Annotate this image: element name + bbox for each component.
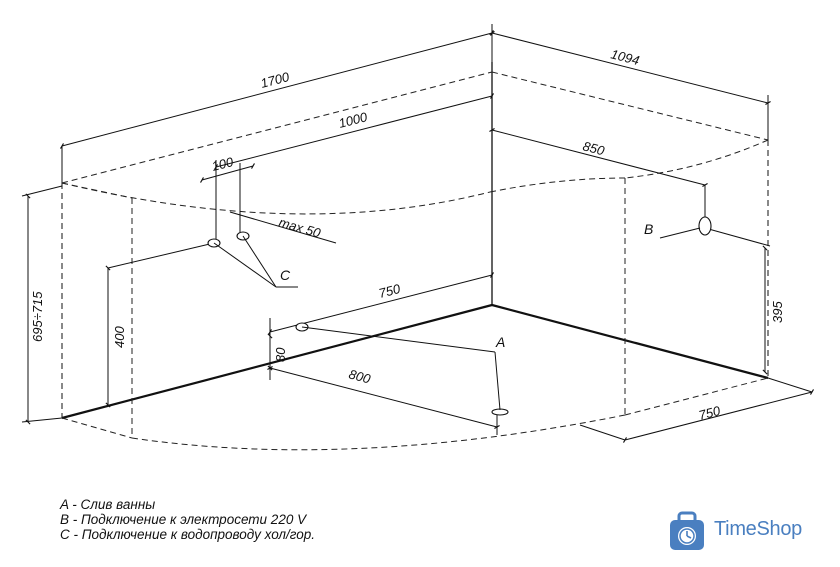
dim-400-label: 400 [112,326,127,348]
brand-name: TimeShop [714,518,803,540]
dimension-1700: 1700 [60,24,494,183]
connection-points [207,216,712,416]
dim-1700-label: 1700 [259,69,292,91]
dimension-400: 400 [105,242,215,408]
dim-695-715-label: 695÷715 [30,291,45,342]
marker-c: C [280,267,291,283]
bathtub-outline [61,71,769,451]
dimension-1094: 1094 [489,30,771,140]
legend-b: B - Подключение к электросети 220 V [60,512,307,527]
brand-watermark: TimeShop [666,510,836,558]
electrical-socket [698,216,712,236]
marker-a: A [495,334,505,350]
timeshop-logo-icon [670,511,704,550]
dim-1094-label: 1094 [609,46,641,68]
dimension-850: 850 [489,128,708,225]
dimension-395: 395 [704,227,785,375]
dim-850-label: 850 [581,138,607,158]
legend-c: C - Подключение к водопроводу хол/гор. [60,527,316,542]
dim-80-label: 80 [273,347,288,362]
dimension-100: 100 [200,154,255,235]
dim-1000-label: 1000 [337,109,369,131]
dimension-1000: 1000 [214,93,494,243]
marker-leaders [213,227,701,411]
floor-right-edge [491,303,769,380]
dimension-750-side: 750 [579,377,814,443]
dimension-695-715: 695÷715 [21,185,63,425]
dim-395-label: 395 [770,301,785,323]
dim-750-side-label: 750 [697,403,723,423]
marker-b: B [644,221,653,237]
dim-800-label: 800 [347,366,373,386]
dim-100-label: 100 [210,154,235,174]
dimension-800: 800 [267,366,500,435]
dimension-80: 80 [267,333,288,371]
dim-max50-label: max 50 [277,214,323,240]
legend: A - Слив ванны B - Подключение к электро… [60,497,315,542]
bathtub-installation-diagram: 1700 1094 1000 100 max 50 850 [21,24,814,451]
legend-a: A - Слив ванны [60,497,156,512]
dim-750-back-label: 750 [377,281,402,301]
